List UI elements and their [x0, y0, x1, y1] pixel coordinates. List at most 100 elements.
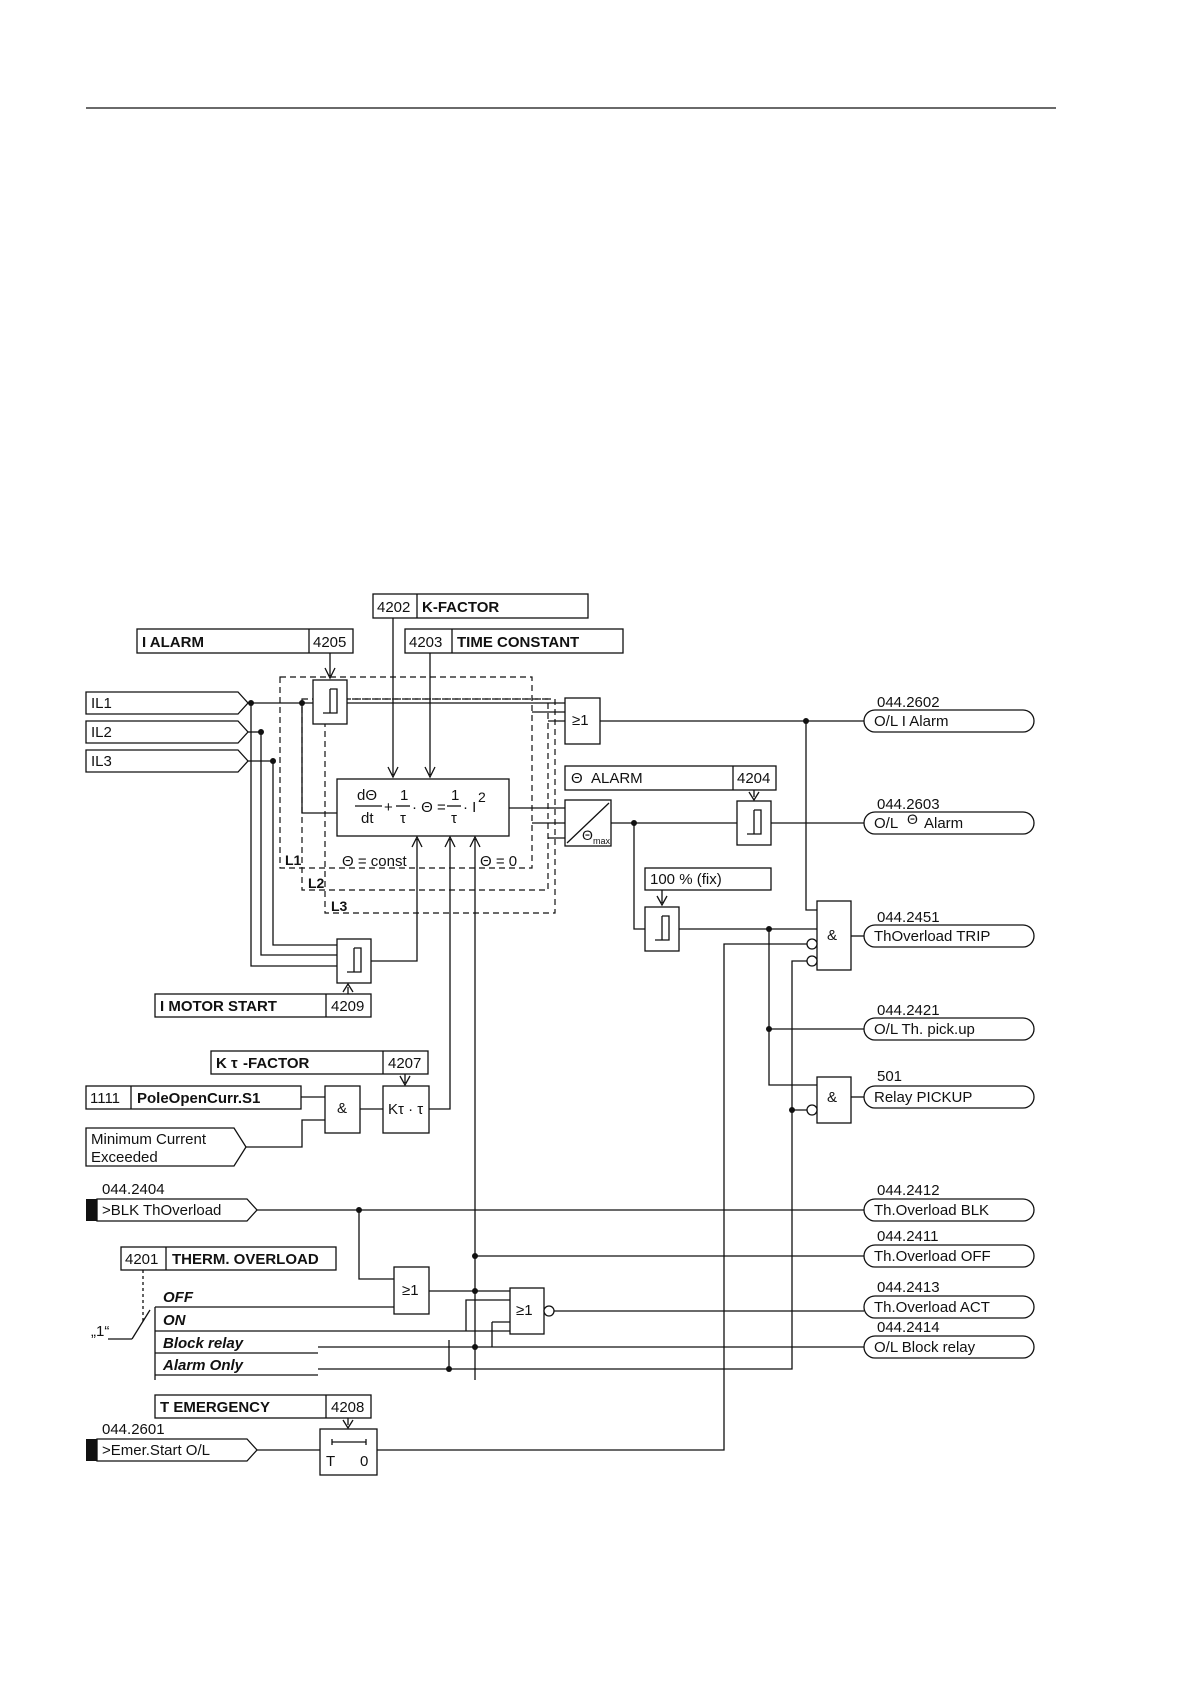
- k-tau-name: -FACTOR: [243, 1055, 310, 1072]
- output-thoverload-trip: 044.2451 ThOverload TRIP: [863, 909, 1035, 948]
- emer-label: >Emer.Start O/L: [102, 1442, 210, 1459]
- eq-tau-a: τ: [400, 810, 406, 827]
- threshold-theta-alarm: [736, 800, 772, 846]
- eq-one-a: 1: [400, 787, 408, 804]
- output-ol-block-relay: 044.2414 O/L Block relay: [863, 1319, 1035, 1359]
- setting-i-alarm: I ALARM 4205: [136, 628, 354, 654]
- setting-k-tau-factor: K τ -FACTOR 4207: [210, 1050, 429, 1075]
- t-emergency-name: T EMERGENCY: [160, 1399, 270, 1416]
- i-motor-start-name: I MOTOR START: [160, 998, 277, 1015]
- i-alarm-name: I ALARM: [142, 634, 204, 651]
- i-motor-start-addr: 4209: [331, 998, 364, 1015]
- output-addr: 044.2421: [877, 1002, 940, 1019]
- k-tau-prefix: K τ: [216, 1055, 238, 1072]
- outputs: 044.2602 O/L I Alarm 044.2603 O/L Θ Alar…: [863, 694, 1035, 1359]
- switch-alarm-only-label: Alarm Only: [162, 1357, 244, 1374]
- output-label-2: Alarm: [924, 815, 963, 832]
- threshold-motor-start: [336, 938, 372, 984]
- il2-label: IL2: [91, 724, 112, 741]
- and-label-pickup: &: [827, 1089, 837, 1106]
- timer-zero: 0: [360, 1453, 368, 1470]
- phase-l3-label: L3: [331, 898, 348, 914]
- pole-open-addr: 1111: [90, 1090, 120, 1107]
- eq-theta-eq: · Θ =: [412, 799, 446, 816]
- output-addr: 044.2413: [877, 1279, 940, 1296]
- k-factor-addr: 4202: [377, 599, 410, 616]
- emer-addr: 044.2601: [102, 1421, 165, 1438]
- therm-overload-name: THERM. OVERLOAD: [172, 1251, 319, 1268]
- output-label: ThOverload TRIP: [874, 928, 990, 945]
- eq-i: · I: [463, 799, 476, 816]
- eq-squared: 2: [478, 789, 486, 805]
- or-label-act: ≥1: [516, 1302, 533, 1319]
- therm-overload-addr: 4201: [125, 1251, 158, 1268]
- input-blk-thoverload: 044.2404 >BLK ThOverload: [86, 1181, 258, 1222]
- theta-alarm-addr: 4204: [737, 770, 770, 787]
- output-thoverload-blk: 044.2412 Th.Overload BLK: [863, 1182, 1035, 1222]
- k-tau-block: Kτ · τ: [382, 1085, 430, 1134]
- output-ol-th-pickup: 044.2421 O/L Th. pick.up: [863, 1002, 1035, 1041]
- il1-label: IL1: [91, 695, 112, 712]
- eq-dt: dt: [361, 810, 374, 827]
- thermal-equation-block: dΘ dt + 1 τ · Θ = 1 τ · I 2: [336, 778, 510, 837]
- output-label: O/L: [874, 815, 898, 832]
- theta-max-sub: max: [593, 836, 611, 846]
- eq-tau-b: τ: [451, 810, 457, 827]
- output-addr: 044.2602: [877, 694, 940, 711]
- setting-100-fix: 100 % (fix): [644, 867, 772, 891]
- gate-and-trip: &: [806, 900, 852, 971]
- theta-max-symbol: Θ: [582, 827, 593, 843]
- gate-and-pole-open: &: [324, 1085, 361, 1134]
- output-addr: 044.2603: [877, 796, 940, 813]
- output-addr: 044.2412: [877, 1182, 940, 1199]
- gate-or-i-alarm: ≥1: [564, 697, 601, 745]
- output-addr: 044.2414: [877, 1319, 940, 1336]
- and-label-trip: &: [827, 927, 837, 944]
- wiring: [246, 618, 864, 1451]
- il3-label: IL3: [91, 753, 112, 770]
- timer-t: T: [326, 1453, 335, 1470]
- input-il3: IL3: [85, 749, 249, 773]
- switch-one-label: „1“: [91, 1323, 109, 1340]
- input-emer-start: 044.2601 >Emer.Start O/L: [86, 1421, 258, 1462]
- switch-on-label: ON: [163, 1312, 187, 1329]
- min-current-line2: Exceeded: [91, 1149, 158, 1166]
- blk-label: >BLK ThOverload: [102, 1202, 221, 1219]
- output-addr: 044.2411: [877, 1228, 938, 1245]
- output-label: Th.Overload BLK: [874, 1202, 989, 1219]
- output-ol-i-alarm: 044.2602 O/L I Alarm: [863, 694, 1035, 733]
- input-il2: IL2: [85, 720, 249, 744]
- eq-plus: +: [384, 799, 393, 816]
- timer-emergency: T 0: [319, 1428, 378, 1476]
- time-constant-addr: 4203: [409, 634, 442, 651]
- k-tau-block-label: Kτ · τ: [388, 1101, 423, 1118]
- or-label-mode: ≥1: [402, 1282, 419, 1299]
- output-addr: 501: [877, 1068, 902, 1085]
- phase-frame-l2: [301, 698, 549, 891]
- output-addr: 044.2451: [877, 909, 940, 926]
- setting-theta-alarm: Θ ALARM 4204: [564, 765, 777, 791]
- i-alarm-addr: 4205: [313, 634, 346, 651]
- phase-frame-l1: [279, 676, 533, 869]
- setting-i-motor-start: I MOTOR START 4209: [154, 993, 372, 1018]
- phase-l2-label: L2: [308, 875, 325, 891]
- input-minimum-current: Minimum Current Exceeded: [85, 1127, 247, 1167]
- setting-therm-overload: 4201 THERM. OVERLOAD: [120, 1246, 337, 1271]
- threshold-100-fix: [644, 906, 680, 952]
- output-label: Relay PICKUP: [874, 1089, 972, 1106]
- phase-l1-label: L1: [285, 852, 302, 868]
- theta-max-ratio-block: Θ max: [564, 799, 612, 847]
- pole-open-name: PoleOpenCurr.S1: [137, 1090, 260, 1107]
- eq-dtheta: dΘ: [357, 787, 377, 804]
- output-ol-theta-alarm: 044.2603 O/L Θ Alarm: [863, 796, 1035, 835]
- output-thoverload-act: 044.2413 Th.Overload ACT: [863, 1279, 1035, 1319]
- output-thoverload-off: 044.2411 Th.Overload OFF: [863, 1228, 1035, 1268]
- output-label: Th.Overload OFF: [874, 1248, 991, 1265]
- or-label-1: ≥1: [572, 712, 589, 729]
- output-label: O/L Th. pick.up: [874, 1021, 975, 1038]
- time-constant-name: TIME CONSTANT: [457, 634, 579, 651]
- setting-time-constant: 4203 TIME CONSTANT: [404, 628, 624, 654]
- setting-t-emergency: T EMERGENCY 4208: [154, 1394, 372, 1419]
- output-label: O/L Block relay: [874, 1339, 976, 1356]
